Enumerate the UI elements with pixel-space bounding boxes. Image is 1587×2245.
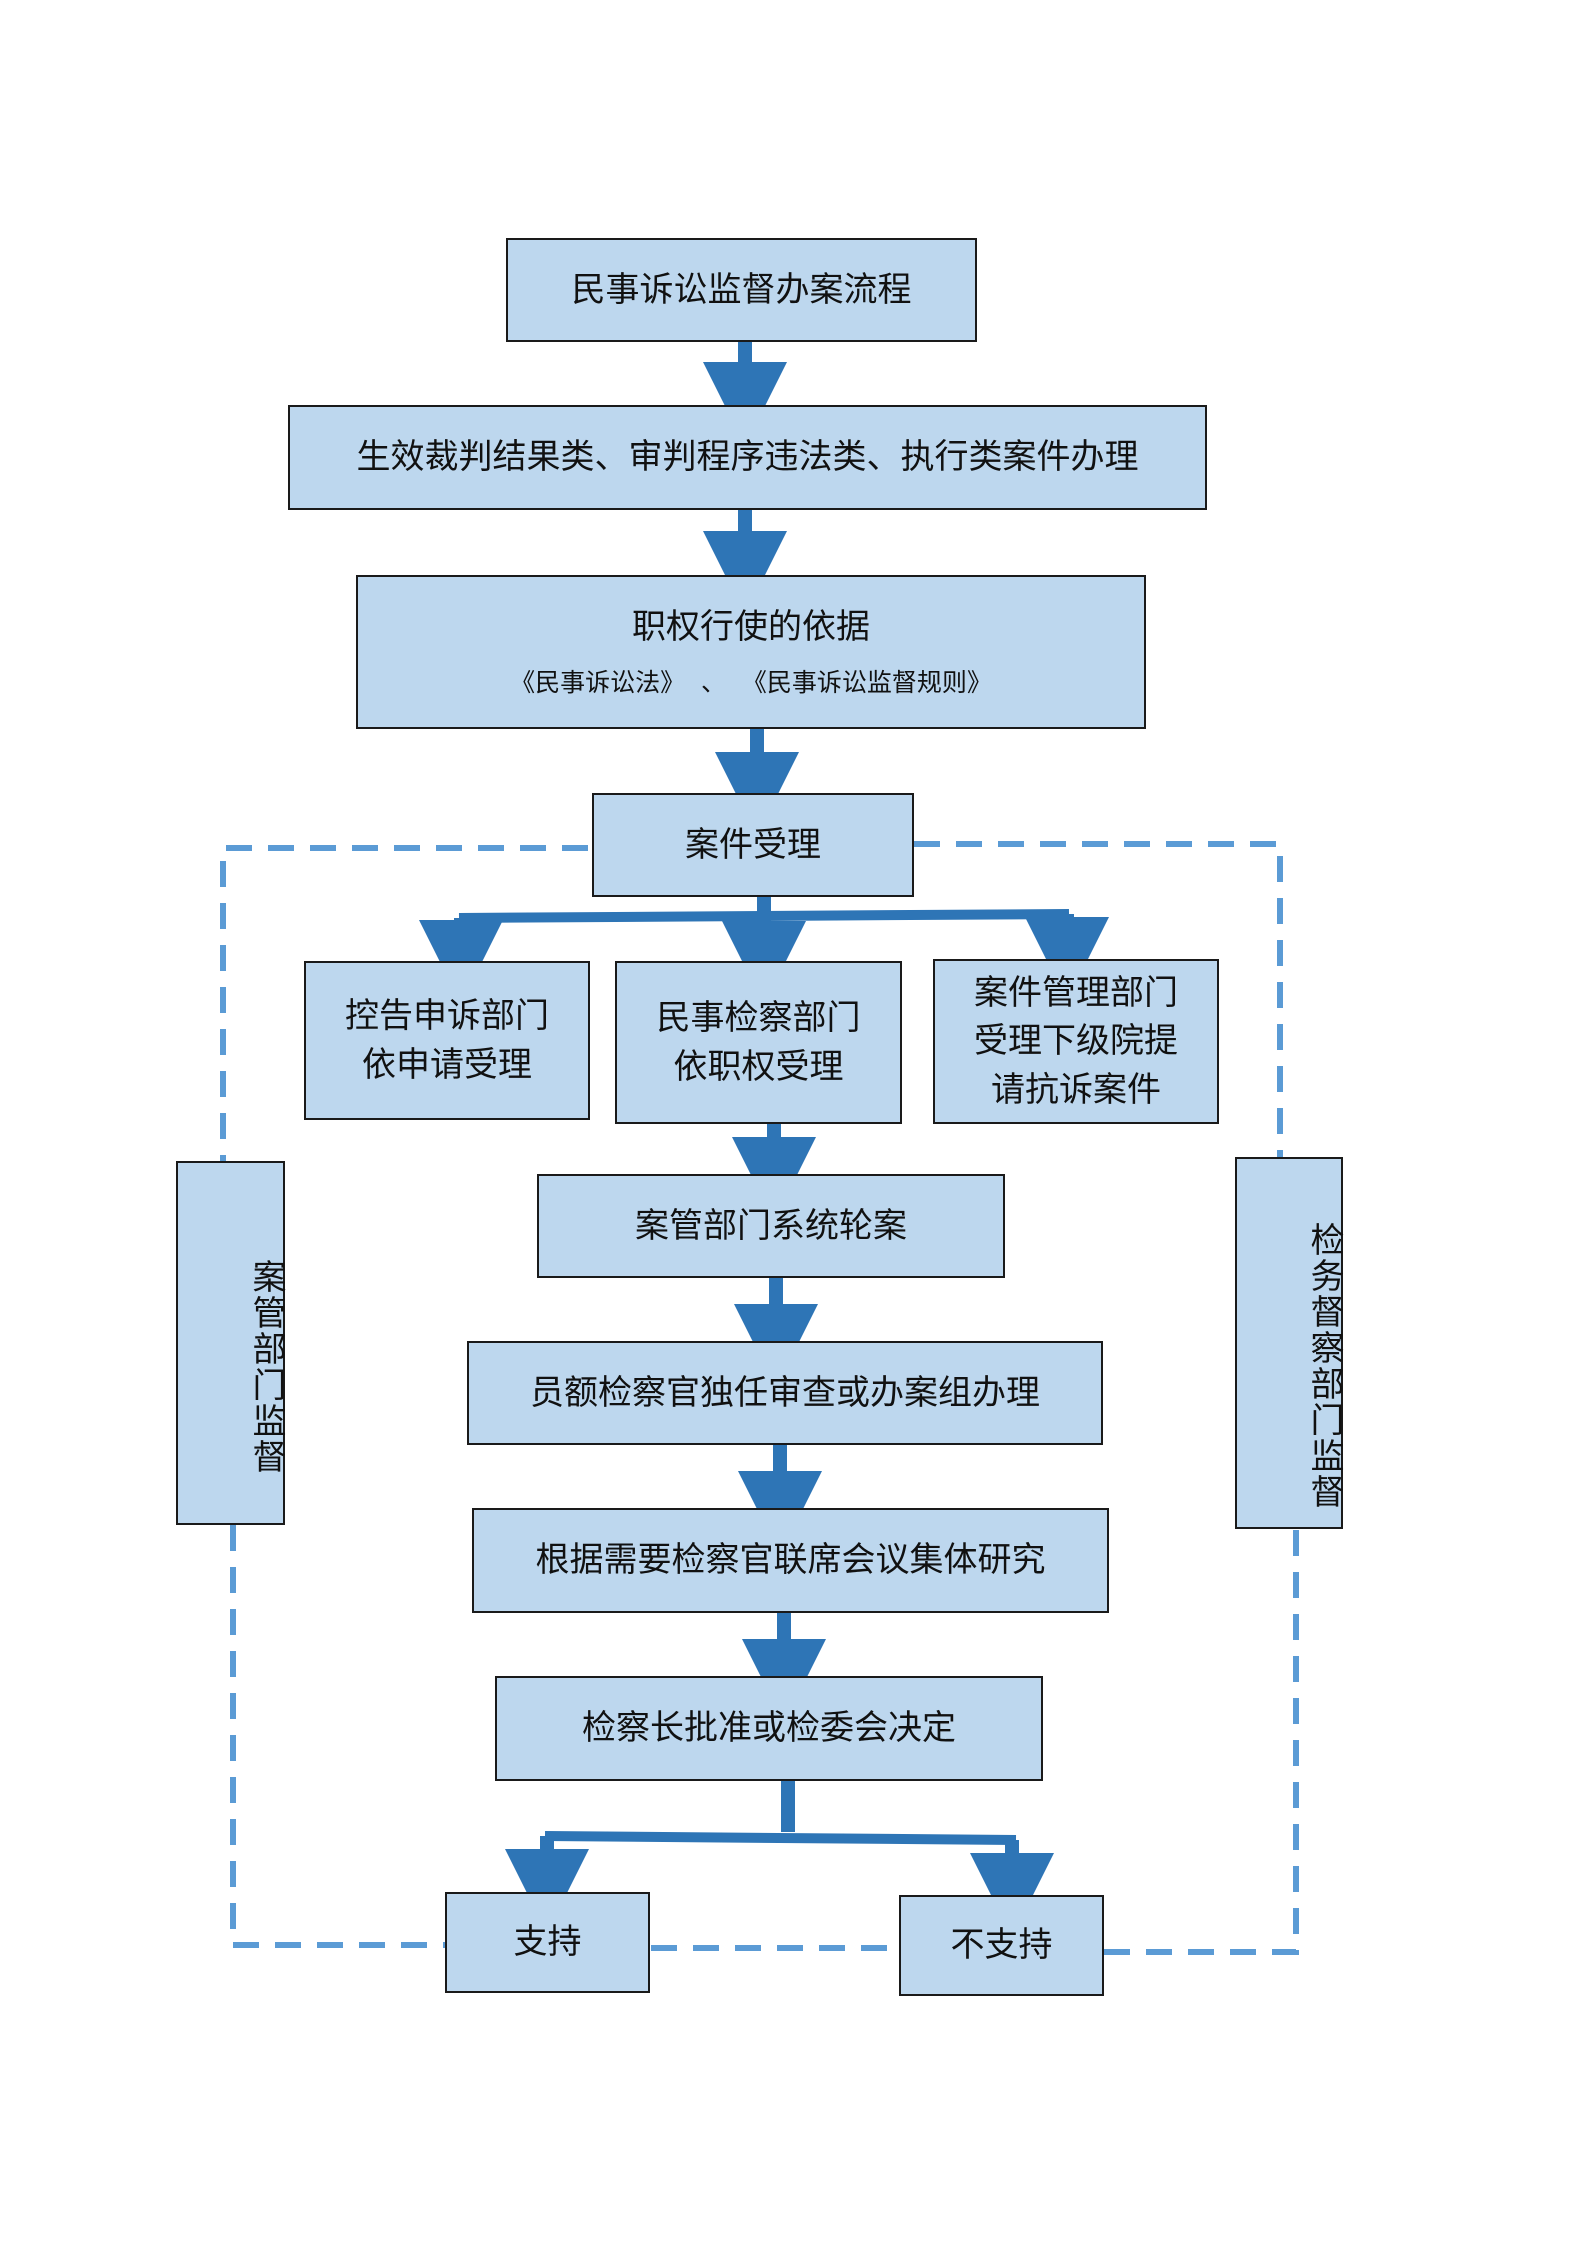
not-support-outcome-box: 不支持 <box>899 1895 1104 1996</box>
case-management-supervision-text: 案管部门监督 <box>246 1259 286 1475</box>
right-supervision-line-bottom <box>1102 1530 1299 1955</box>
decision-text: 检察长批准或检委会决定 <box>582 1708 956 1749</box>
complaint-dept-text: 控告申诉部门依申请受理 <box>345 996 549 1085</box>
legal-basis-laws: 《民事诉讼法》 、 《民事诉讼监督规则》 <box>510 668 992 698</box>
decision-box: 检察长批准或检委会决定 <box>495 1676 1043 1781</box>
prosecutor-review-text: 员额检察官独任审查或办案组办理 <box>530 1372 1040 1413</box>
left-supervision-line-bottom <box>230 1525 446 1948</box>
civil-procuratorate-dept-text: 民事检察部门依职权受理 <box>656 998 861 1087</box>
civil-procuratorate-dept-box: 民事检察部门依职权受理 <box>615 961 902 1124</box>
decision-bar <box>544 1831 1017 1845</box>
case-types-text: 生效裁判结果类、审判程序违法类、执行类案件办理 <box>356 437 1139 478</box>
case-types-box: 生效裁判结果类、审判程序违法类、执行类案件办理 <box>288 405 1207 510</box>
legal-basis-title: 职权行使的依据 <box>632 607 870 648</box>
supervision-dashed-lines <box>220 841 1299 1955</box>
legal-basis-box: 职权行使的依据 《民事诉讼法》 、 《民事诉讼监督规则》 <box>356 575 1146 729</box>
inspection-supervision-label: 检务督察部门监督 <box>1235 1157 1344 1529</box>
process-title-box: 民事诉讼监督办案流程 <box>506 238 977 342</box>
process-title-text: 民事诉讼监督办案流程 <box>571 269 912 310</box>
inspection-supervision-text: 检务督察部门监督 <box>1304 1222 1344 1510</box>
joint-meeting-box: 根据需要检察官联席会议集体研究 <box>472 1508 1109 1613</box>
case-management-dept-text: 案件管理部门受理下级院提请抗诉案件 <box>974 973 1178 1110</box>
prosecutor-review-box: 员额检察官独任审查或办案组办理 <box>467 1341 1103 1445</box>
case-assignment-box: 案管部门系统轮案 <box>537 1174 1005 1278</box>
support-outcome-text: 支持 <box>513 1922 582 1963</box>
case-acceptance-box: 案件受理 <box>592 793 914 897</box>
flow-arrows <box>419 340 1109 1937</box>
case-acceptance-text: 案件受理 <box>685 824 821 865</box>
joint-meeting-text: 根据需要检察官联席会议集体研究 <box>535 1540 1046 1581</box>
complaint-dept-box: 控告申诉部门依申请受理 <box>304 961 590 1120</box>
case-management-dept-box: 案件管理部门受理下级院提请抗诉案件 <box>933 959 1219 1124</box>
support-outcome-box: 支持 <box>445 1892 650 1993</box>
not-support-outcome-text: 不支持 <box>950 1925 1053 1966</box>
case-assignment-text: 案管部门系统轮案 <box>635 1205 907 1246</box>
case-management-supervision-label: 案管部门监督 <box>176 1161 286 1525</box>
